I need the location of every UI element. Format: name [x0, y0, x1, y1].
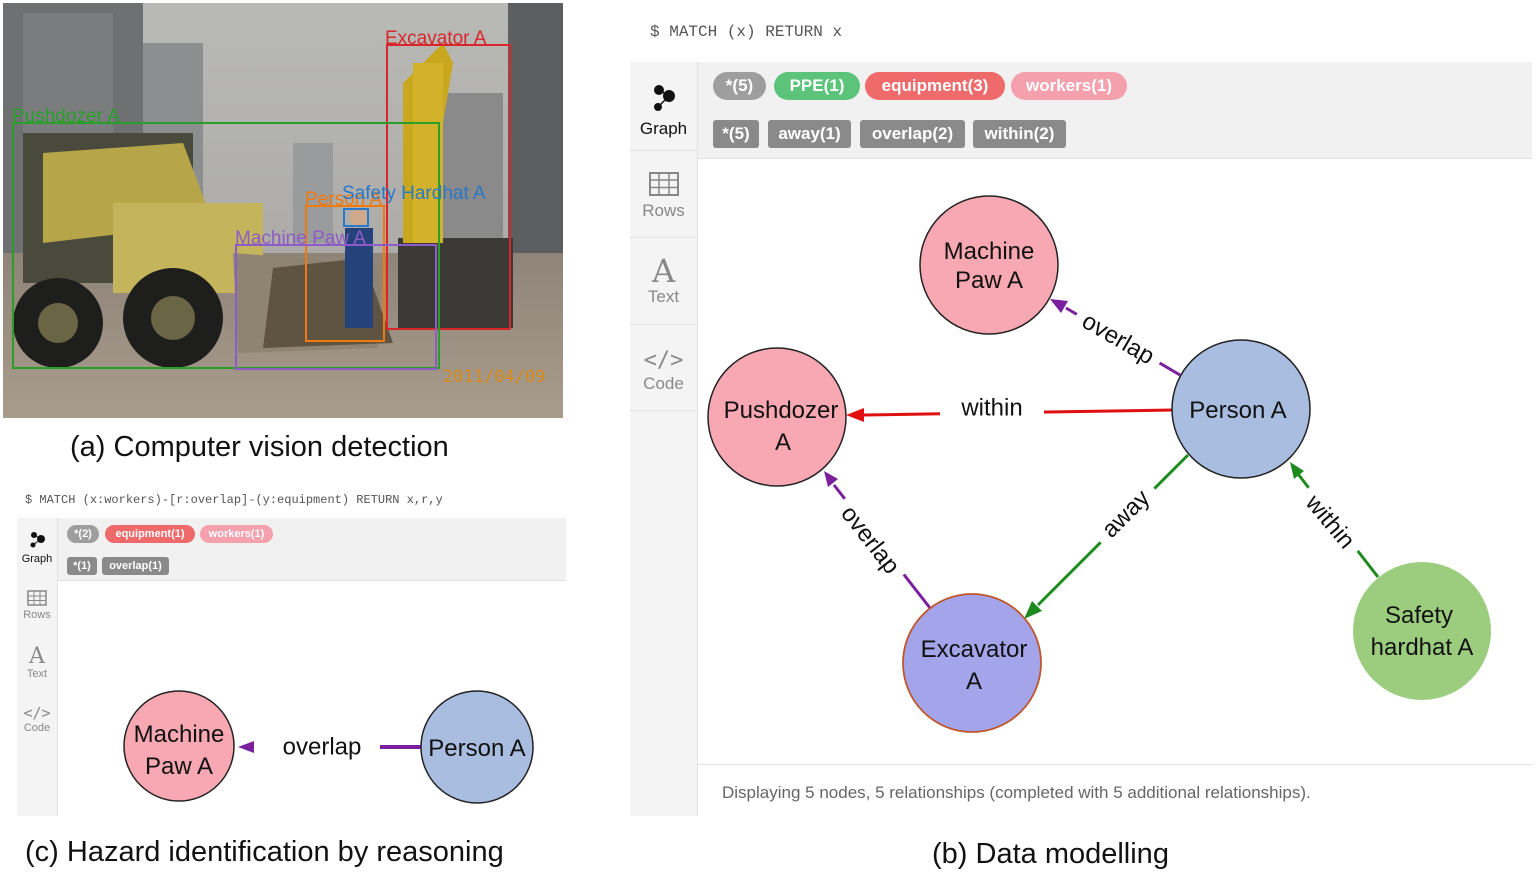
edge-person-pushdozer-arrowhead	[846, 408, 864, 422]
edge-person-machine-arrowhead	[238, 741, 254, 753]
panel-c-tag-all[interactable]: *(1)	[67, 557, 97, 575]
node-machine-paw-line1: Machine	[944, 238, 1035, 265]
sidebar-divider	[630, 324, 697, 325]
node-machine-paw-line1: Machine	[134, 721, 225, 748]
node-excavator-line1: Excavator	[921, 636, 1028, 663]
node-hardhat[interactable]	[1353, 562, 1491, 700]
panel-b-pill-ppe[interactable]: PPE(1)	[774, 72, 860, 100]
panel-c-pill-equipment[interactable]: equipment(1)	[105, 525, 195, 543]
edge-person-machine-arrowhead	[1050, 299, 1068, 313]
graph-icon	[653, 85, 675, 111]
edge-excavator-pushdozer-arrowhead	[824, 471, 838, 487]
sidebar-divider	[630, 237, 697, 238]
node-hardhat-line2: hardhat A	[1371, 634, 1474, 661]
table-icon	[648, 172, 679, 196]
panel-b-pill-equipment[interactable]: equipment(3)	[865, 72, 1005, 100]
node-machine-paw[interactable]	[919, 195, 1059, 335]
edge-label-bg	[827, 492, 913, 588]
detection-box-pushdozer	[12, 122, 440, 369]
detection-box-excavator	[386, 44, 511, 330]
node-machine-paw[interactable]	[123, 690, 235, 802]
caption-c: (c) Hazard identification by reasoning	[25, 836, 504, 868]
photo-scene	[3, 3, 563, 418]
edge-excavator-pushdozer-label-group: overlap	[827, 492, 913, 588]
detection-label-excavator: Excavator A	[385, 28, 487, 49]
construction-site-photo: Excavator A Pushdozer A Person A Safety …	[3, 3, 563, 418]
caption-b: (b) Data modelling	[932, 838, 1169, 870]
edge-label-overlap: overlap	[283, 733, 362, 760]
panel-b-nav-code[interactable]: </> Code	[630, 348, 697, 394]
edge-hardhat-person-arrowhead	[1290, 462, 1304, 479]
panel-c-nav-graph[interactable]: Graph	[17, 530, 57, 565]
node-person[interactable]	[1171, 339, 1311, 479]
status-divider	[698, 764, 1532, 765]
edge-label-bg	[940, 388, 1044, 430]
detection-box-machine-paw	[235, 244, 437, 370]
text-icon: A	[651, 252, 676, 290]
node-machine-paw-line2: Paw A	[145, 753, 213, 780]
node-excavator[interactable]	[902, 593, 1042, 733]
query-text: MATCH (x:workers)-[r:overlap]-(y:equipme…	[39, 493, 443, 507]
panel-b-nav-graph[interactable]: Graph	[630, 82, 697, 139]
panel-b-tag-within[interactable]: within(2)	[973, 120, 1066, 148]
caption-a: (a) Computer vision detection	[70, 431, 449, 463]
sidebar-divider	[630, 410, 697, 411]
panel-b-tag-away[interactable]: away(1)	[768, 120, 851, 148]
node-machine-paw-line2: Paw A	[955, 267, 1023, 294]
panel-b-nav-rows[interactable]: Rows	[630, 172, 697, 221]
detection-label-machine-paw: Machine Paw A	[235, 228, 366, 249]
node-person[interactable]	[420, 690, 534, 804]
table-icon	[27, 590, 47, 606]
edge-label-within: within	[960, 394, 1022, 421]
query-prompt: $	[25, 493, 33, 507]
edge-label-bg	[265, 729, 380, 765]
edge-label-bg	[1292, 481, 1368, 563]
edge-label-overlap: overlap	[835, 501, 905, 580]
detection-box-hardhat	[343, 208, 369, 227]
panel-b-pill-all[interactable]: *(5)	[713, 72, 766, 100]
edge-label-bg	[1087, 475, 1165, 553]
panel-c-nav-code[interactable]: </> Code	[17, 704, 57, 734]
panel-c-graph-canvas: overlap Machine Paw A Person A	[123, 690, 534, 804]
query-prompt: $	[650, 23, 660, 41]
node-pushdozer[interactable]	[707, 347, 847, 487]
panel-b-query-bar[interactable]: $ MATCH (x) RETURN x	[650, 23, 842, 41]
edge-person-machine-label-group: overlap	[1068, 301, 1168, 377]
edge-person-excavator-label-group: away	[1087, 475, 1165, 553]
panel-b-tag-overlap[interactable]: overlap(2)	[860, 120, 965, 148]
panel-c-sidebar: Graph Rows A Text </> Code	[17, 518, 58, 816]
edge-label-bg	[1068, 301, 1168, 377]
node-pushdozer-line2: A	[775, 429, 791, 456]
panel-c-nav-rows[interactable]: Rows	[17, 590, 57, 621]
detection-label-person: Person A	[305, 189, 383, 210]
detection-label-pushdozer: Pushdozer A	[12, 106, 120, 127]
node-hardhat-line1: Safety	[1385, 602, 1453, 629]
text-icon: A	[29, 644, 45, 669]
panel-b-tag-all[interactable]: *(5)	[713, 120, 759, 148]
query-text: MATCH (x) RETURN x	[669, 23, 843, 41]
node-person-label: Person A	[428, 735, 525, 762]
code-icon: </>	[23, 704, 51, 722]
panel-b-graph-canvas: overlap within overlap away within Machi…	[707, 195, 1491, 733]
node-pushdozer-line1: Pushdozer	[724, 397, 839, 424]
detection-box-person	[305, 205, 385, 342]
code-icon: </>	[643, 348, 684, 373]
node-excavator-line2: A	[966, 668, 982, 695]
panel-b-sidebar: Graph Rows A Text </> Code	[630, 62, 698, 816]
panel-b-status-text: Displaying 5 nodes, 5 relationships (com…	[722, 783, 1311, 802]
panel-b-nav-text[interactable]: A Text	[630, 255, 697, 307]
panel-c-query-bar[interactable]: $ MATCH (x:workers)-[r:overlap]-(y:equip…	[25, 493, 443, 507]
panel-b-pill-workers[interactable]: workers(1)	[1011, 72, 1127, 100]
graph-icon	[30, 532, 45, 548]
edge-person-excavator-arrowhead	[1024, 601, 1042, 619]
panel-c-pill-all[interactable]: *(2)	[67, 525, 99, 543]
edge-hardhat-person-label-group: within	[1292, 481, 1368, 563]
panel-c-tag-overlap[interactable]: overlap(1)	[102, 557, 169, 575]
panel-c-nav-text[interactable]: A Text	[17, 644, 57, 681]
photo-timestamp: 2011/04/09	[443, 367, 546, 387]
sidebar-divider	[630, 150, 697, 151]
node-person-label: Person A	[1189, 397, 1286, 424]
detection-label-hardhat: Safety Hardhat A	[342, 183, 486, 204]
panel-c-pill-workers[interactable]: workers(1)	[200, 525, 273, 543]
